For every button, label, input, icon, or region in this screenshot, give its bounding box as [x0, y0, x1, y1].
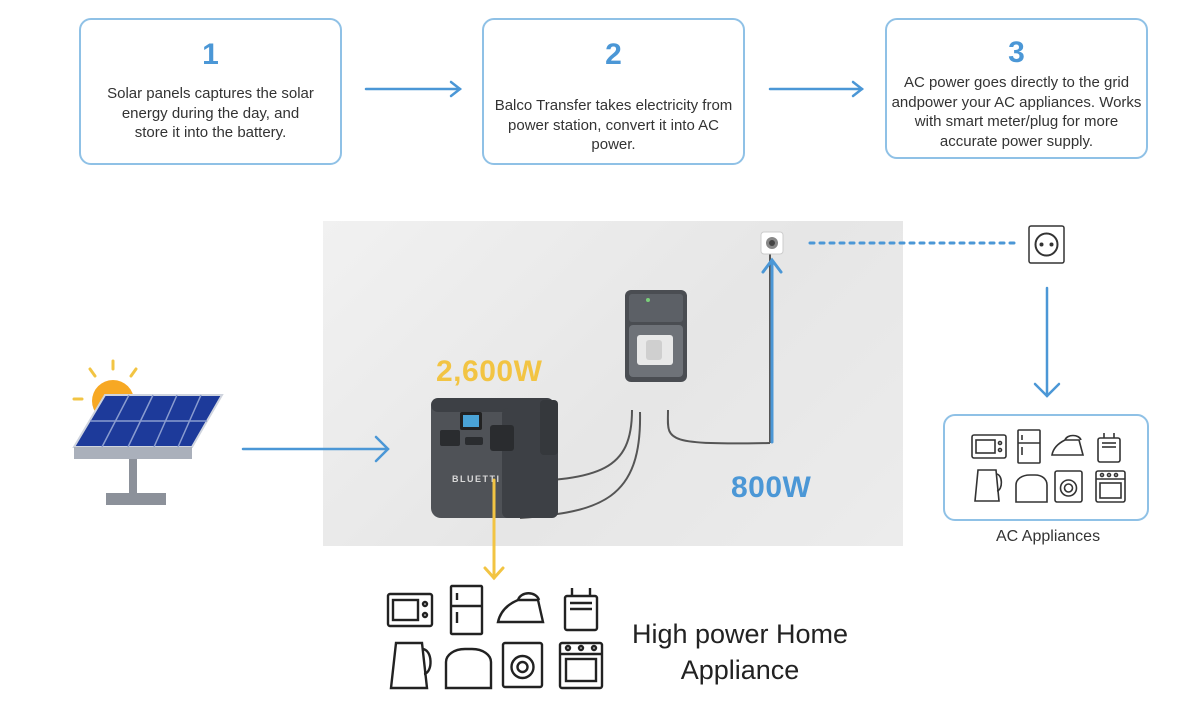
- iron-icon: [1051, 439, 1085, 456]
- transfer-watt-label: 800W: [731, 471, 812, 504]
- station-brand-label: BLUETTI: [452, 474, 501, 484]
- step-2-box: 2 Balco Transfer takes electricity from …: [482, 18, 745, 165]
- step-description: Balco Transfer takes electricity from po…: [494, 97, 733, 153]
- toaster-oven-icon: [563, 594, 599, 632]
- toaster-icon: [1015, 474, 1048, 503]
- stove-icon: [558, 641, 604, 690]
- step-3-box: 3 AC power goes directly to the grid and…: [885, 18, 1148, 159]
- fridge-icon: [449, 584, 484, 636]
- stove-icon: [1095, 470, 1126, 503]
- caption-line-2: Appliance: [680, 655, 800, 685]
- solar-panel-icon: [72, 359, 224, 505]
- ac-appliances-label: AC Appliances: [996, 528, 1101, 545]
- ac-appliances-box: [943, 414, 1149, 521]
- station-watt-label: 2,600W: [436, 355, 543, 388]
- step-number: 2: [605, 38, 622, 71]
- kettle-icon: [389, 641, 429, 690]
- ac-appliance-icons: [971, 429, 1126, 503]
- fridge-icon: [1017, 429, 1041, 464]
- step-arrows: [364, 80, 865, 98]
- microwave-icon: [386, 592, 434, 628]
- step-description: AC power goes directly to the grid andpo…: [891, 74, 1142, 150]
- step-number: 3: [1008, 36, 1025, 69]
- step-description: Solar panels captures the solar energy d…: [107, 85, 314, 141]
- outlet-icon: [1028, 225, 1065, 264]
- toaster-icon: [444, 647, 493, 690]
- kettle-icon: [974, 469, 1000, 502]
- product-photo-area: [323, 221, 903, 546]
- step-1-box: 1 Solar panels captures the solar energy…: [79, 18, 342, 165]
- caption-line-1: High power Home: [631, 619, 849, 649]
- washing-machine-icon: [1054, 470, 1083, 503]
- home-appliance-caption: High power Home Appliance: [620, 616, 860, 688]
- toaster-oven-icon: [1097, 437, 1121, 463]
- washing-machine-icon: [501, 641, 544, 689]
- iron-icon: [496, 598, 545, 624]
- microwave-icon: [971, 434, 1007, 459]
- step-number: 1: [202, 38, 219, 71]
